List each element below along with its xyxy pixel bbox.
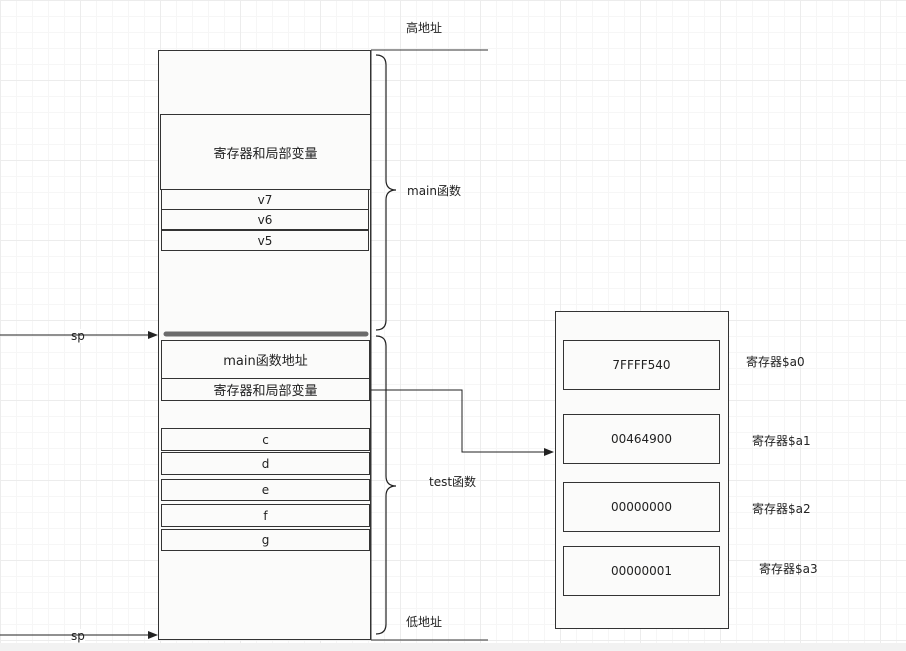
- test-var-label: e: [261, 483, 270, 497]
- register-value: 7FFFF540: [612, 358, 671, 372]
- return-address-label: main函数地址: [223, 354, 308, 369]
- test-var-label: c: [262, 432, 269, 447]
- low-address-label: 低地址: [406, 615, 443, 629]
- main-var-v6-cell: v6: [161, 209, 369, 230]
- main-function-brace: [375, 54, 397, 331]
- register-name-a2: 寄存器$a2: [752, 502, 811, 516]
- test-var-e-cell: e: [161, 479, 370, 501]
- register-a3-box: 00000001: [563, 546, 720, 596]
- test-var-label: d: [261, 456, 270, 471]
- register-a2-box: 00000000: [563, 482, 720, 532]
- test-var-label: g: [261, 533, 270, 547]
- main-var-v5-cell: v5: [161, 230, 369, 251]
- register-name-a1: 寄存器$a1: [752, 434, 811, 448]
- main-function-label: main函数: [407, 184, 461, 198]
- test-var-label: f: [263, 508, 268, 523]
- test-var-c-cell: c: [161, 428, 370, 451]
- test-function-label: test函数: [429, 475, 477, 489]
- test-var-g-cell: g: [161, 529, 370, 551]
- main-var-label: v5: [257, 233, 273, 248]
- main-var-label: v6: [257, 212, 273, 227]
- return-address-cell: main函数地址: [161, 340, 370, 379]
- high-address-label: 高地址: [406, 21, 443, 35]
- main-saved-registers-cell: 寄存器和局部变量: [160, 114, 371, 190]
- test-var-f-cell: f: [161, 504, 370, 527]
- register-name-a0: 寄存器$a0: [746, 355, 805, 369]
- test-function-brace: [375, 335, 397, 635]
- register-value: 00000001: [610, 564, 673, 578]
- register-name-a3: 寄存器$a3: [759, 562, 818, 576]
- main-saved-registers-label: 寄存器和局部变量: [213, 146, 318, 162]
- bottom-scroll-strip: [0, 643, 906, 651]
- register-value: 00000000: [610, 500, 673, 514]
- register-value: 00464900: [610, 432, 673, 446]
- sp-top-label: sp: [71, 329, 85, 343]
- test-saved-registers-cell: 寄存器和局部变量: [161, 378, 370, 401]
- register-a0-box: 7FFFF540: [563, 340, 720, 390]
- saved-registers-connector: [371, 389, 554, 456]
- main-var-label: v7: [257, 192, 273, 207]
- test-var-d-cell: d: [161, 452, 370, 475]
- test-saved-registers-label: 寄存器和局部变量: [213, 384, 318, 399]
- register-a1-box: 00464900: [563, 414, 720, 464]
- sp-bottom-label: sp: [71, 629, 85, 643]
